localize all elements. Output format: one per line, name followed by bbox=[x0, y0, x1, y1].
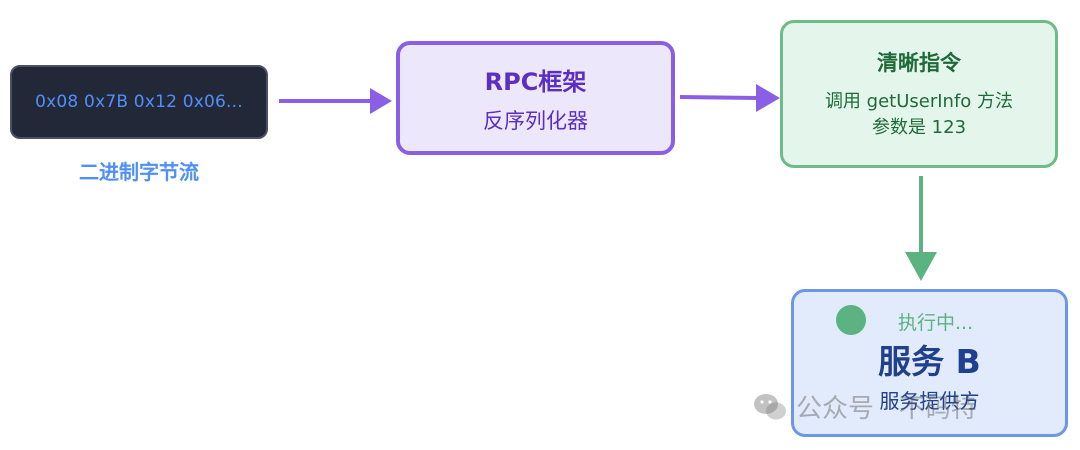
arrow-stream-to-rpc bbox=[279, 88, 392, 114]
service-status-text: 执行中... bbox=[898, 312, 974, 334]
byte-stream-box: 0x08 0x7B 0x12 0x06... bbox=[10, 65, 268, 139]
byte-stream-hex-text: 0x08 0x7B 0x12 0x06... bbox=[35, 92, 243, 112]
instruction-line-method: 调用 getUserInfo 方法 bbox=[824, 91, 1014, 112]
rpc-framework-subtitle: 反序列化器 bbox=[483, 108, 588, 133]
instruction-title: 清晰指令 bbox=[877, 51, 961, 75]
rpc-framework-title: RPC框架 bbox=[484, 67, 587, 96]
arrow-instruction-to-service bbox=[905, 176, 937, 281]
instruction-line-params: 参数是 123 bbox=[871, 117, 967, 138]
status-dot-icon bbox=[836, 305, 866, 335]
wechat-watermark: 公众号 · 不码特 bbox=[752, 388, 977, 425]
rpc-framework-box: RPC框架 反序列化器 bbox=[396, 41, 675, 155]
watermark-text: 公众号 · 不码特 bbox=[796, 394, 977, 424]
service-subtitle: 服务提供方 bbox=[879, 389, 980, 413]
service-title: 服务 B bbox=[878, 342, 981, 381]
clear-instruction-box: 清晰指令 调用 getUserInfo 方法 参数是 123 bbox=[780, 20, 1058, 168]
wechat-icon bbox=[754, 393, 786, 419]
arrow-rpc-to-instruction bbox=[679, 84, 780, 112]
byte-stream-caption: 二进制字节流 bbox=[79, 160, 199, 184]
